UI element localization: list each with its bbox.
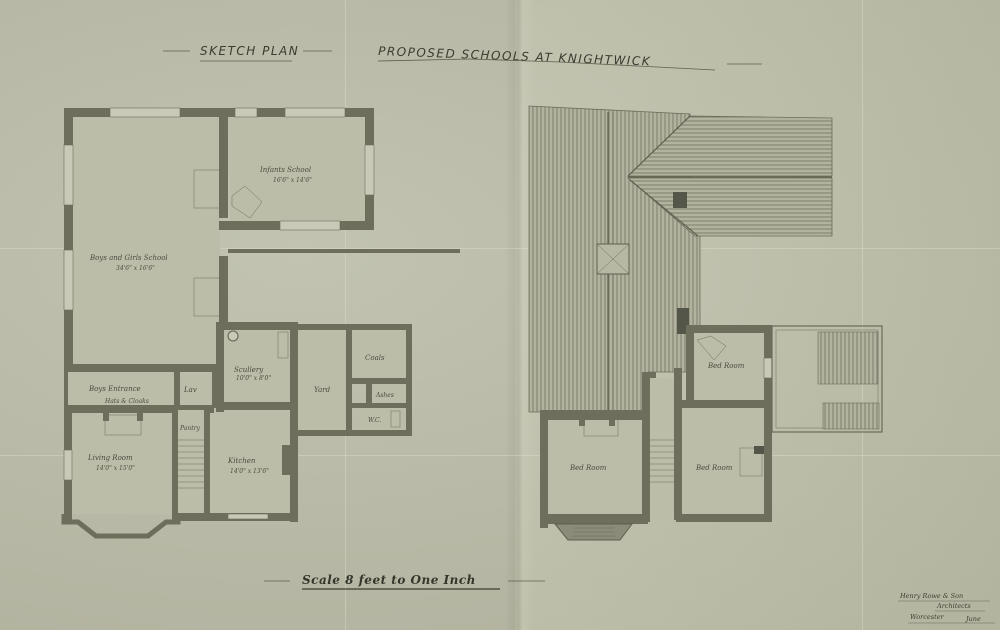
room-label: Boys and Girls School (89, 254, 168, 262)
upper-staircase (650, 439, 674, 483)
fold-crease (862, 0, 863, 630)
room-label: Living Room (87, 454, 133, 462)
room-label: Lav (183, 386, 197, 394)
room-label: Infants School (259, 166, 311, 174)
signature-line2: Architects (936, 602, 971, 610)
ground-floor-plan (61, 107, 460, 539)
room-label: Pantry (179, 425, 200, 432)
room-dimensions: 16'6" x 14'6" (273, 177, 312, 184)
room-dimensions: Hats & Cloaks (104, 398, 149, 405)
roof-lantern (596, 243, 630, 275)
signature-line4: June (964, 615, 981, 623)
architect-signature: Henry Rowe & Son Architects Worcester Ju… (898, 592, 995, 624)
scale-note: Scale 8 feet to One Inch (264, 573, 545, 590)
ground-floor-labels: Infants School 16'6" x 14'6" Boys and Gi… (87, 166, 394, 475)
fold-crease (345, 0, 346, 630)
room-dimensions: 34'6" x 16'6" (116, 265, 155, 272)
scale-text: Scale 8 feet to One Inch (302, 573, 476, 587)
room-dimensions: 10'0" x 8'0" (236, 375, 271, 382)
room-label: Ashes (375, 392, 394, 399)
title-part1: SKETCH PLAN (200, 44, 299, 58)
room-dimensions: 14'0" x 13'6" (230, 468, 269, 475)
first-floor-labels: Bed Room Bed Room Bed Room (569, 362, 745, 472)
fold-crease (0, 455, 1000, 456)
room-label: Bed Room (695, 464, 733, 472)
room-label: Bed Room (707, 362, 745, 370)
first-floor-roof-plan (528, 105, 883, 541)
signature-line1: Henry Rowe & Son (899, 592, 963, 600)
room-dimensions: 14'0" x 15'0" (96, 465, 135, 472)
drawing-title: SKETCH PLAN PROPOSED SCHOOLS AT KNIGHTWI… (163, 44, 762, 71)
room-label: Boys Entrance (88, 385, 141, 393)
room-label: W.C. (368, 417, 381, 424)
staircase (178, 439, 204, 489)
room-label: Scullery (234, 366, 264, 374)
room-label: Bed Room (569, 464, 607, 472)
room-label: Coals (365, 354, 385, 362)
signature-line3: Worcester (910, 613, 945, 621)
fold-crease (0, 248, 1000, 249)
room-label: Yard (314, 386, 331, 394)
room-label: Kitchen (227, 457, 256, 465)
